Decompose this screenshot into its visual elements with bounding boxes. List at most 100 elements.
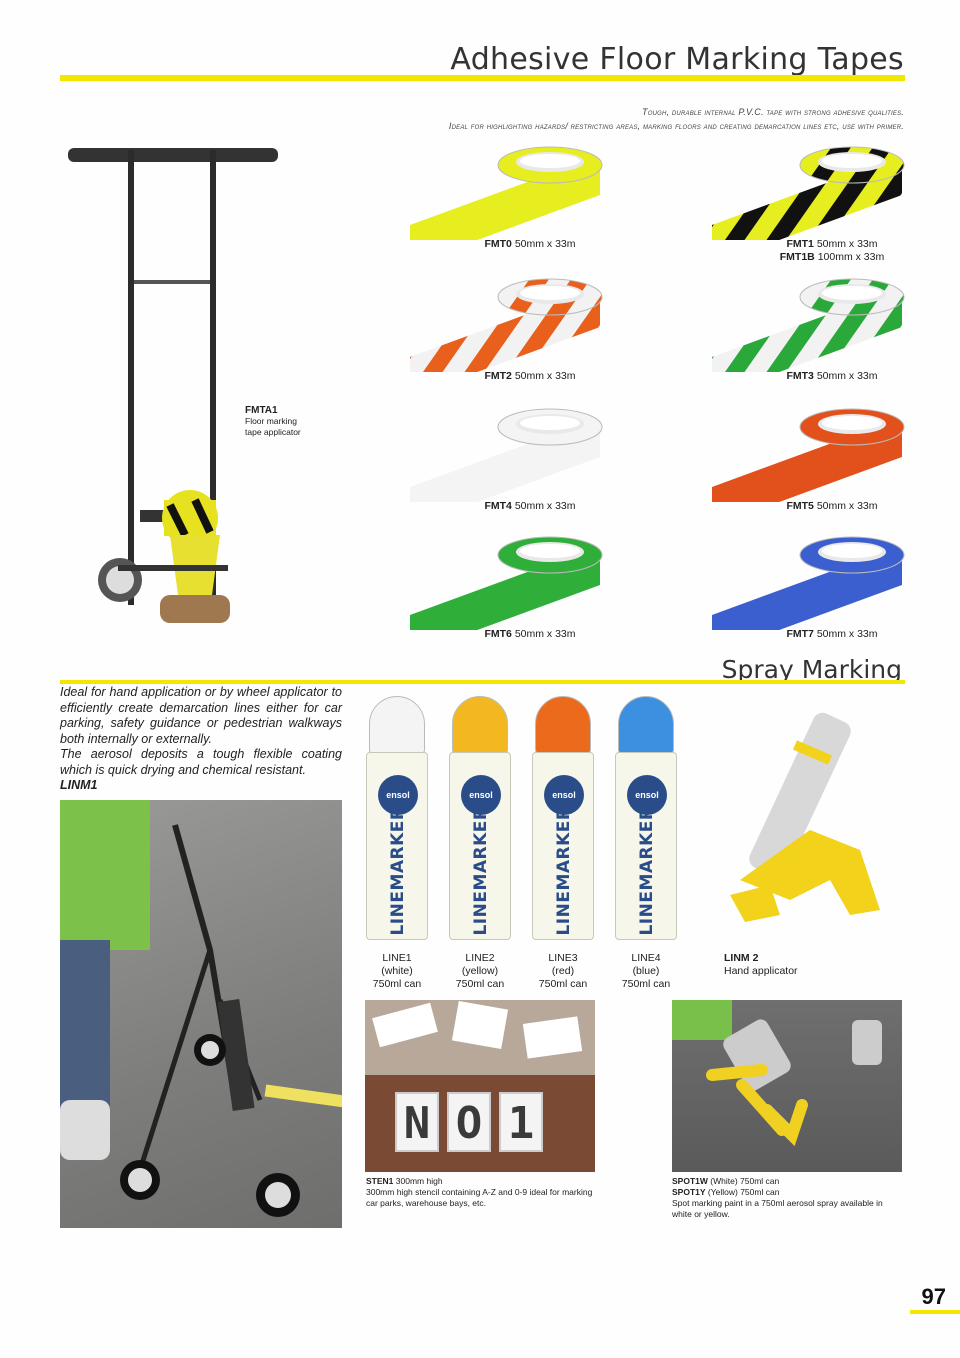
tape-roll-icon xyxy=(712,408,905,512)
tape-code: FMT2 xyxy=(484,370,512,382)
can-size: 750ml can xyxy=(621,978,671,990)
tape-code: FMT6 xyxy=(484,628,512,640)
page-number-rule xyxy=(910,1310,960,1314)
spray-can-caption: LINE4(blue)750ml can xyxy=(601,952,691,991)
tape-size: 50mm x 33m xyxy=(816,370,878,382)
tape-caption: FMT3 50mm x 33m xyxy=(752,370,912,383)
can-brand-badge: ensol xyxy=(378,775,418,815)
tape-roll-icon xyxy=(712,146,905,250)
can-code: LINE2 xyxy=(465,952,495,964)
page-number: 97 xyxy=(921,1284,946,1309)
tape-roll-icon xyxy=(410,278,603,382)
can-brand-badge: ensol xyxy=(461,775,501,815)
tape-code: FMT1 xyxy=(786,238,814,250)
applicator-desc-2: tape applicator xyxy=(245,427,301,437)
tape-caption: FMT4 50mm x 33m xyxy=(450,500,610,513)
tape-roll-icon xyxy=(410,146,603,250)
stencil-letter: N xyxy=(395,1092,439,1152)
spot-marking-photo xyxy=(672,1000,902,1172)
spot-caption: SPOT1W (White) 750ml can SPOT1Y (Yellow)… xyxy=(672,1176,904,1220)
spray-rule xyxy=(60,680,905,684)
tape-size: 50mm x 33m xyxy=(514,500,576,512)
tape-item-fmt0: FMT0 50mm x 33m xyxy=(410,140,610,260)
tape-code: FMT4 xyxy=(484,500,512,512)
can-brand-badge: ensol xyxy=(544,775,584,815)
spray-can-caption: LINE2(yellow)750ml can xyxy=(435,952,525,991)
hand-applicator-desc: Hand applicator xyxy=(724,965,798,977)
can-size: 750ml can xyxy=(455,978,505,990)
tape-caption: FMT2 50mm x 33m xyxy=(450,370,610,383)
hand-applicator-image xyxy=(730,712,880,922)
can-label: LINEMARKER xyxy=(554,806,574,936)
tape-roll-icon xyxy=(712,278,905,382)
can-cap xyxy=(369,696,425,754)
can-color: (blue) xyxy=(632,965,660,977)
can-size: 750ml can xyxy=(372,978,422,990)
tape-item-fmt2: FMT2 50mm x 33m xyxy=(410,272,610,392)
stencil-letter: O xyxy=(447,1092,491,1152)
can-code: LINE4 xyxy=(631,952,661,964)
subtitle-line-2: Ideal for highlighting hazards/ restrict… xyxy=(448,121,904,131)
can-code: LINE1 xyxy=(382,952,412,964)
spot-code-2: SPOT1Y xyxy=(672,1187,706,1197)
tape-caption: FMT6 50mm x 33m xyxy=(450,628,610,641)
can-color: (red) xyxy=(551,965,575,977)
tape-caption: FMT5 50mm x 33m xyxy=(752,500,912,513)
stencil-code: STEN1 xyxy=(366,1176,394,1186)
hand-applicator-code: LINM 2 xyxy=(724,952,759,964)
spray-can-caption: LINE3(red)750ml can xyxy=(518,952,608,991)
can-cap xyxy=(535,696,591,754)
tape-caption: FMT0 50mm x 33m xyxy=(450,238,610,251)
stencil-desc: 300mm high stencil containing A-Z and 0-… xyxy=(366,1187,593,1208)
stencil-caption: STEN1 300mm high 300mm high stencil cont… xyxy=(366,1176,601,1209)
applicator-code: FMTA1 xyxy=(245,405,278,416)
tape-code: FMT7 xyxy=(786,628,814,640)
tape-item-fmt5: FMT5 50mm x 33m xyxy=(712,402,912,522)
hand-applicator-caption: LINM 2 Hand applicator xyxy=(724,952,798,978)
subtitle-line-1: Tough, durable internal P.V.C. tape with… xyxy=(642,107,904,117)
tape-size-2: 100mm x 33m xyxy=(817,251,885,263)
tape-size: 50mm x 33m xyxy=(514,370,576,382)
spray-can-caption: LINE1(white)750ml can xyxy=(352,952,442,991)
tape-caption: FMT7 50mm x 33m xyxy=(752,628,912,641)
tape-item-fmt4: FMT4 50mm x 33m xyxy=(410,402,610,522)
can-label: LINEMARKER xyxy=(471,806,491,936)
applicator-desc-1: Floor marking xyxy=(245,416,297,426)
can-brand-badge: ensol xyxy=(627,775,667,815)
spray-intro: Ideal for hand application or by wheel a… xyxy=(60,685,342,794)
can-color: (white) xyxy=(381,965,413,977)
tape-code-2: FMT1B xyxy=(779,251,815,263)
spot-code-2-desc: (Yellow) 750ml can xyxy=(707,1187,780,1197)
tape-code: FMT0 xyxy=(484,238,512,250)
tape-roll-icon xyxy=(712,536,905,640)
tape-item-fmt3: FMT3 50mm x 33m xyxy=(712,272,912,392)
spot-code-1: SPOT1W xyxy=(672,1176,708,1186)
spot-desc: Spot marking paint in a 750ml aerosol sp… xyxy=(672,1198,883,1219)
title-rule xyxy=(60,75,905,81)
can-color: (yellow) xyxy=(461,965,499,977)
tape-roll-icon xyxy=(410,536,603,640)
stencil-code-desc: 300mm high xyxy=(395,1176,443,1186)
page-title: Adhesive Floor Marking Tapes xyxy=(450,42,904,77)
spray-para-1: Ideal for hand application or by wheel a… xyxy=(60,685,342,746)
tape-applicator-image xyxy=(68,148,278,623)
tape-item-fmt7: FMT7 50mm x 33m xyxy=(712,530,912,650)
can-label: LINEMARKER xyxy=(637,806,657,936)
tape-size: 50mm x 33m xyxy=(816,238,878,250)
can-code: LINE3 xyxy=(548,952,578,964)
can-cap xyxy=(618,696,674,754)
tape-code: FMT5 xyxy=(786,500,814,512)
applicator-caption: FMTA1 Floor marking tape applicator xyxy=(245,405,301,438)
tape-size: 50mm x 33m xyxy=(816,500,878,512)
tape-code: FMT3 xyxy=(786,370,814,382)
tape-roll-icon xyxy=(410,408,603,512)
